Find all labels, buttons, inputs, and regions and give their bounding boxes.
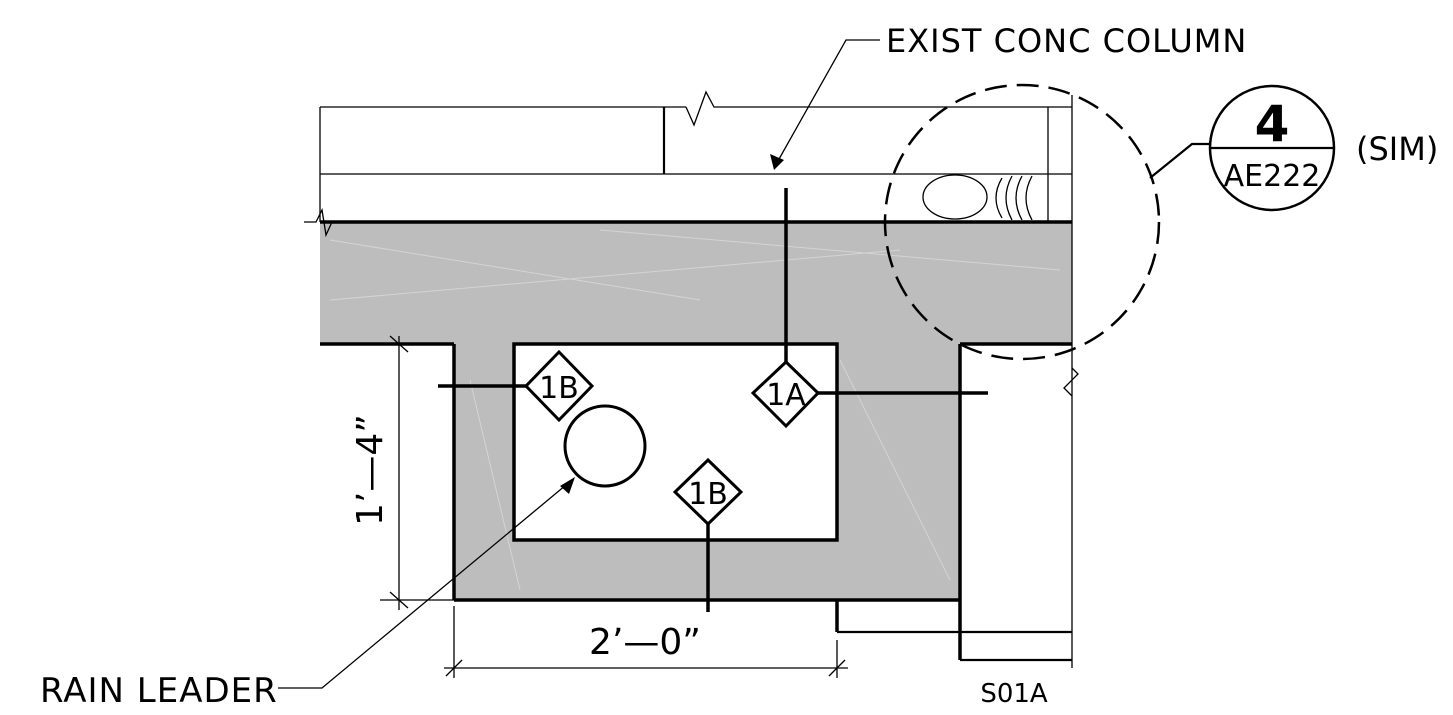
sheet-id: S01A bbox=[980, 679, 1048, 709]
tag-1b-left-label: 1B bbox=[539, 371, 579, 406]
height-dimension-label: 1’—4” bbox=[350, 414, 391, 526]
tag-1a-label: 1A bbox=[766, 378, 806, 413]
sim-label: (SIM) bbox=[1356, 130, 1438, 168]
width-dimension: 2’—0” bbox=[444, 606, 848, 678]
detail-callout: 4 AE222 (SIM) bbox=[1149, 84, 1438, 212]
detail-sheet: AE222 bbox=[1224, 159, 1321, 194]
exist-column-label: EXIST CONC COLUMN bbox=[886, 22, 1247, 60]
tag-1b-left: 1B bbox=[523, 349, 595, 423]
tag-lines bbox=[438, 188, 988, 612]
tag-1a: 1A bbox=[750, 359, 821, 429]
rain-leader-label: RAIN LEADER bbox=[40, 671, 278, 711]
exist-column-leader: EXIST CONC COLUMN bbox=[770, 22, 1247, 170]
tag-1b-bottom: 1B bbox=[672, 457, 744, 527]
rain-leader-pipe bbox=[563, 404, 647, 488]
width-dimension-label: 2’—0” bbox=[589, 622, 701, 663]
height-dimension: 1’—4” bbox=[350, 335, 454, 610]
detail-circle bbox=[883, 83, 1161, 361]
rain-leader-leader: RAIN LEADER bbox=[40, 477, 575, 711]
concrete-hatch bbox=[329, 229, 1061, 591]
tag-1b-bottom-label: 1B bbox=[688, 477, 728, 512]
detail-number: 4 bbox=[1255, 95, 1290, 153]
